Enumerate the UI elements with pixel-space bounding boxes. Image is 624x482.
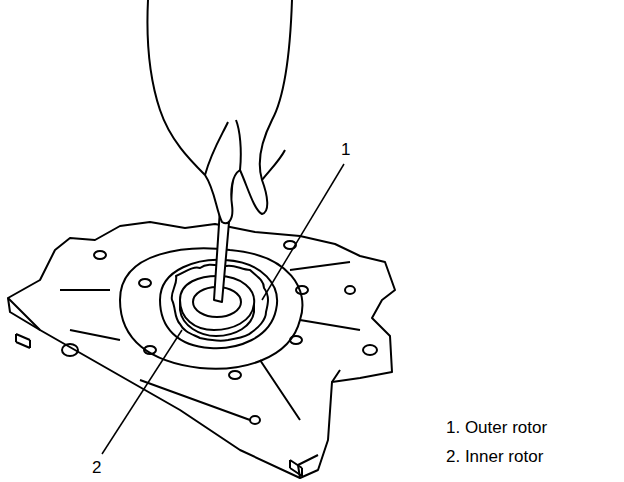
legend-key-text: 1. Outer rotor — [446, 418, 547, 438]
hand — [148, 0, 293, 223]
leader-line — [102, 330, 182, 454]
stud — [290, 460, 302, 476]
housing-rim — [120, 248, 302, 368]
hand-fingers — [205, 120, 285, 180]
callout-number: 1 — [341, 140, 350, 160]
callout-number: 2 — [92, 458, 101, 478]
legend-key-text: 2. Inner rotor — [446, 447, 543, 467]
pump-housing — [8, 222, 395, 478]
stud — [16, 334, 30, 348]
leader-line — [262, 164, 344, 300]
